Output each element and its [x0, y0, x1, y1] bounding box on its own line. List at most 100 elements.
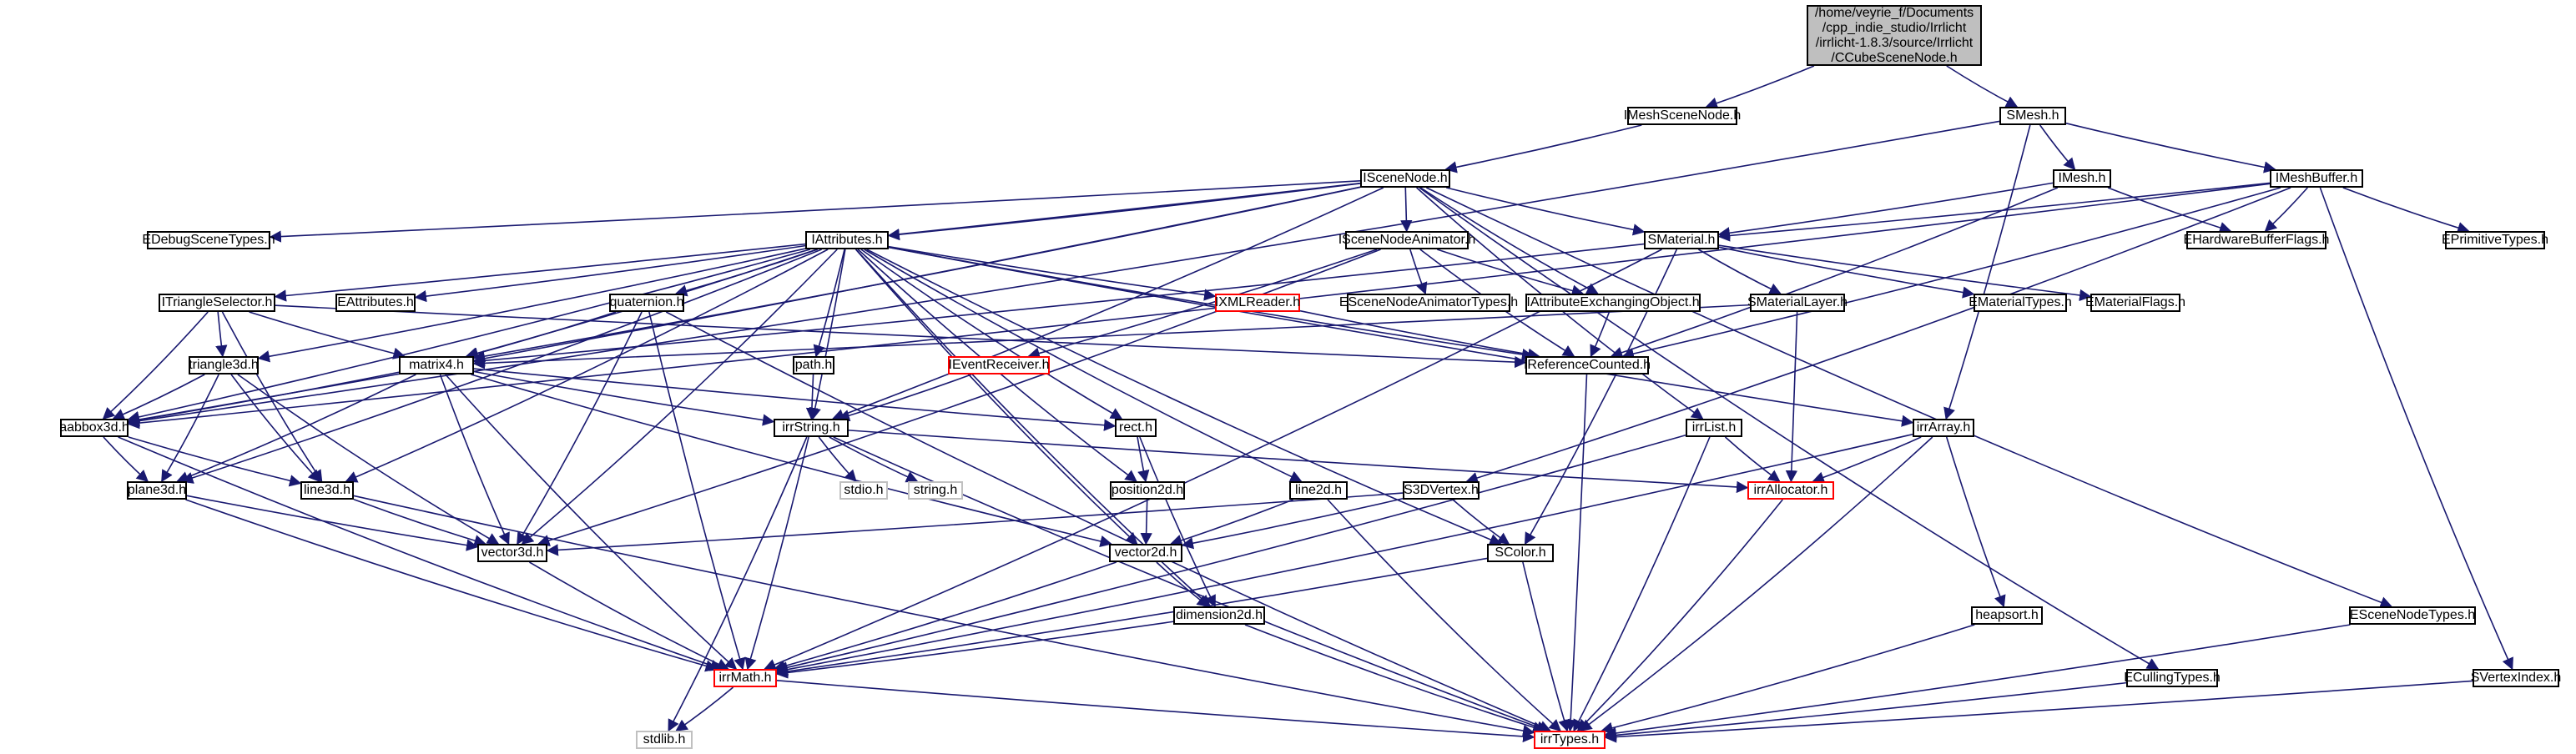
- edge-matrix4-to-aabbox3d: [127, 371, 400, 426]
- node-IMesh[interactable]: IMesh.h: [2053, 169, 2111, 188]
- node-vector2d[interactable]: vector2d.h: [1109, 544, 1182, 562]
- node-EHardwareBufferFlags[interactable]: EHardwareBufferFlags.h: [2184, 231, 2329, 249]
- node-irrAllocator[interactable]: irrAllocator.h: [1747, 481, 1834, 500]
- edge-IMeshBuffer-to-SVertexIndex: [2319, 187, 2513, 671]
- edge-aabbox3d-to-irrMath: [118, 436, 723, 671]
- edge-irrString-to-string: [829, 436, 919, 483]
- edge-matrix4-to-irrString: [473, 370, 775, 426]
- edge-ISceneNode-to-irrString: [831, 187, 1384, 421]
- edge-plane3d-to-vector3d: [186, 495, 479, 551]
- node-IXMLReader[interactable]: IXMLReader.h: [1215, 294, 1300, 312]
- node-IAttributes[interactable]: IAttributes.h: [805, 231, 889, 249]
- node-IReferenceCounted[interactable]: IReferenceCounted.h: [1524, 356, 1651, 374]
- node-EMaterialFlags[interactable]: EMaterialFlags.h: [2085, 294, 2185, 312]
- node-EPrimitiveTypes[interactable]: EPrimitiveTypes.h: [2442, 231, 2548, 249]
- node-quaternion[interactable]: quaternion.h: [609, 294, 684, 312]
- node-stdlib[interactable]: stdlib.h: [636, 731, 693, 749]
- edge-SMesh-to-IMesh: [2039, 124, 2076, 171]
- node-stdio[interactable]: stdio.h: [839, 481, 888, 500]
- edge-quaternion-to-irrMath: [648, 311, 746, 671]
- node-ITriangleSelector[interactable]: ITriangleSelector.h: [159, 294, 275, 312]
- node-SVertexIndex[interactable]: SVertexIndex.h: [2471, 669, 2561, 687]
- node-ISceneNode[interactable]: ISceneNode.h: [1360, 169, 1450, 188]
- edge-IAttributes-to-rect: [860, 249, 1123, 420]
- node-ESceneNodeAnimatorTypes[interactable]: ESceneNodeAnimatorTypes.h: [1339, 294, 1518, 312]
- edge-irrString-to-irrMath: [744, 436, 809, 671]
- edge-irrList-to-irrMath: [775, 435, 1686, 674]
- node-SMaterialLayer[interactable]: SMaterialLayer.h: [1747, 294, 1848, 312]
- edge-SMaterial-to-EMaterialTypes: [1718, 246, 1975, 299]
- edge-IAttributes-to-EAttributes: [414, 244, 806, 303]
- node-S3DVertex[interactable]: S3DVertex.h: [1403, 481, 1480, 500]
- edge-ISceneNodeAnimator-to-ESceneNodeAnimatorTypes: [1409, 249, 1428, 295]
- node-ISceneNodeAnimator[interactable]: ISceneNodeAnimator.h: [1338, 231, 1475, 249]
- edge-vector2d-to-irrMath: [773, 561, 1117, 672]
- edge-ECullingTypes-to-irrTypes: [1604, 681, 2127, 741]
- node-path[interactable]: path.h: [793, 356, 834, 374]
- node-ECullingTypes[interactable]: ECullingTypes.h: [2124, 669, 2221, 687]
- edge-plane3d-to-irrMath: [185, 499, 718, 672]
- node-ESceneNodeTypes[interactable]: ESceneNodeTypes.h: [2349, 606, 2476, 625]
- root-title-line: /cpp_indie_studio/Irrlicht: [1822, 20, 1967, 35]
- edge-matrix4-to-plane3d: [176, 374, 416, 483]
- edge-ESceneNodeTypes-to-irrTypes: [1604, 624, 2351, 740]
- edge-SColor-to-irrMath: [775, 557, 1488, 678]
- node-rect[interactable]: rect.h: [1115, 419, 1157, 437]
- edge-irrString-to-stdio: [818, 436, 857, 483]
- edge-ITriangleSelector-to-line3d: [221, 311, 323, 483]
- node-EMaterialTypes[interactable]: EMaterialTypes.h: [1969, 294, 2072, 312]
- node-EAttributes[interactable]: EAttributes.h: [335, 294, 416, 312]
- edge-quaternion-to-matrix4: [466, 311, 617, 359]
- edge-irrString-to-stdlib: [668, 436, 808, 732]
- node-irrMath[interactable]: irrMath.h: [713, 669, 777, 687]
- edge-triangle3d-to-plane3d: [161, 374, 219, 483]
- edge-dimension2d-to-irrTypes: [1244, 624, 1545, 733]
- edge-ISceneNodeAnimator-to-IAttributeExchangingObject: [1436, 249, 1585, 297]
- edge-IMesh-to-IReferenceCounted: [1610, 187, 2059, 359]
- node-EDebugSceneTypes[interactable]: EDebugSceneTypes.h: [142, 231, 275, 249]
- edge-SMaterial-to-SColor: [1524, 249, 1678, 545]
- node-matrix4[interactable]: matrix4.h: [399, 356, 474, 374]
- node-heapsort[interactable]: heapsort.h: [1971, 606, 2043, 625]
- node-IEventReceiver[interactable]: IEventReceiver.h: [948, 356, 1050, 374]
- node-IMeshBuffer[interactable]: IMeshBuffer.h: [2270, 169, 2363, 188]
- edge-matrix4-to-vector2d: [471, 374, 1112, 548]
- node-line2d[interactable]: line2d.h: [1289, 481, 1348, 500]
- node-irrArray[interactable]: irrArray.h: [1913, 419, 1974, 437]
- edge-triangle3d-to-line3d: [230, 374, 320, 483]
- edge-IReferenceCounted-to-irrTypes: [1564, 374, 1588, 732]
- node-vector3d[interactable]: vector3d.h: [477, 544, 547, 562]
- node-line3d[interactable]: line3d.h: [300, 481, 354, 500]
- edge-SMaterial-to-EMaterialFlags: [1718, 244, 2092, 302]
- node-SMaterial[interactable]: SMaterial.h: [1644, 231, 1719, 249]
- edge-line3d-to-irrTypes: [353, 495, 1535, 737]
- node-SMesh[interactable]: SMesh.h: [1999, 107, 2066, 125]
- root-title-line: /home/veyrie_f/Documents: [1814, 5, 1974, 20]
- node-SColor[interactable]: SColor.h: [1487, 544, 1554, 562]
- node-irrList[interactable]: irrList.h: [1686, 419, 1742, 437]
- edge-IAttributes-to-IXMLReader: [888, 245, 1217, 301]
- edge-triangle3d-to-aabbox3d: [112, 374, 205, 420]
- node-IMeshSceneNode[interactable]: IMeshSceneNode.h: [1624, 107, 1741, 125]
- edge-rect-to-position2d: [1137, 436, 1150, 483]
- edge-ITriangleSelector-to-triangle3d: [215, 311, 228, 358]
- edge-IEventReceiver-to-irrString: [837, 374, 972, 422]
- edge-position2d-to-vector2d: [1140, 499, 1152, 545]
- node-dimension2d[interactable]: dimension2d.h: [1173, 606, 1265, 625]
- node-IAttributeExchangingObject[interactable]: IAttributeExchangingObject.h: [1525, 294, 1701, 312]
- node-aabbox3d[interactable]: aabbox3d.h: [59, 419, 129, 437]
- edge-irrMath-to-stdlib: [675, 686, 734, 731]
- node-plane3d[interactable]: plane3d.h: [127, 481, 187, 500]
- node-irrTypes[interactable]: irrTypes.h: [1534, 731, 1606, 749]
- edge-S3DVertex-to-SColor: [1452, 499, 1510, 545]
- edge-IMeshBuffer-to-S3DVertex: [1465, 187, 2291, 484]
- node-irrString[interactable]: irrString.h: [774, 419, 849, 437]
- node-root[interactable]: /home/veyrie_f/Documents/cpp_indie_studi…: [1807, 5, 1982, 66]
- node-triangle3d[interactable]: triangle3d.h: [189, 356, 259, 374]
- node-string[interactable]: string.h: [908, 481, 963, 500]
- edge-vector3d-to-irrMath: [529, 561, 729, 670]
- node-position2d[interactable]: position2d.h: [1110, 481, 1185, 500]
- edge-aabbox3d-to-line3d: [128, 436, 302, 487]
- edge-IAttributes-to-triangle3d: [257, 248, 806, 363]
- edge-quaternion-to-vector3d: [517, 311, 643, 545]
